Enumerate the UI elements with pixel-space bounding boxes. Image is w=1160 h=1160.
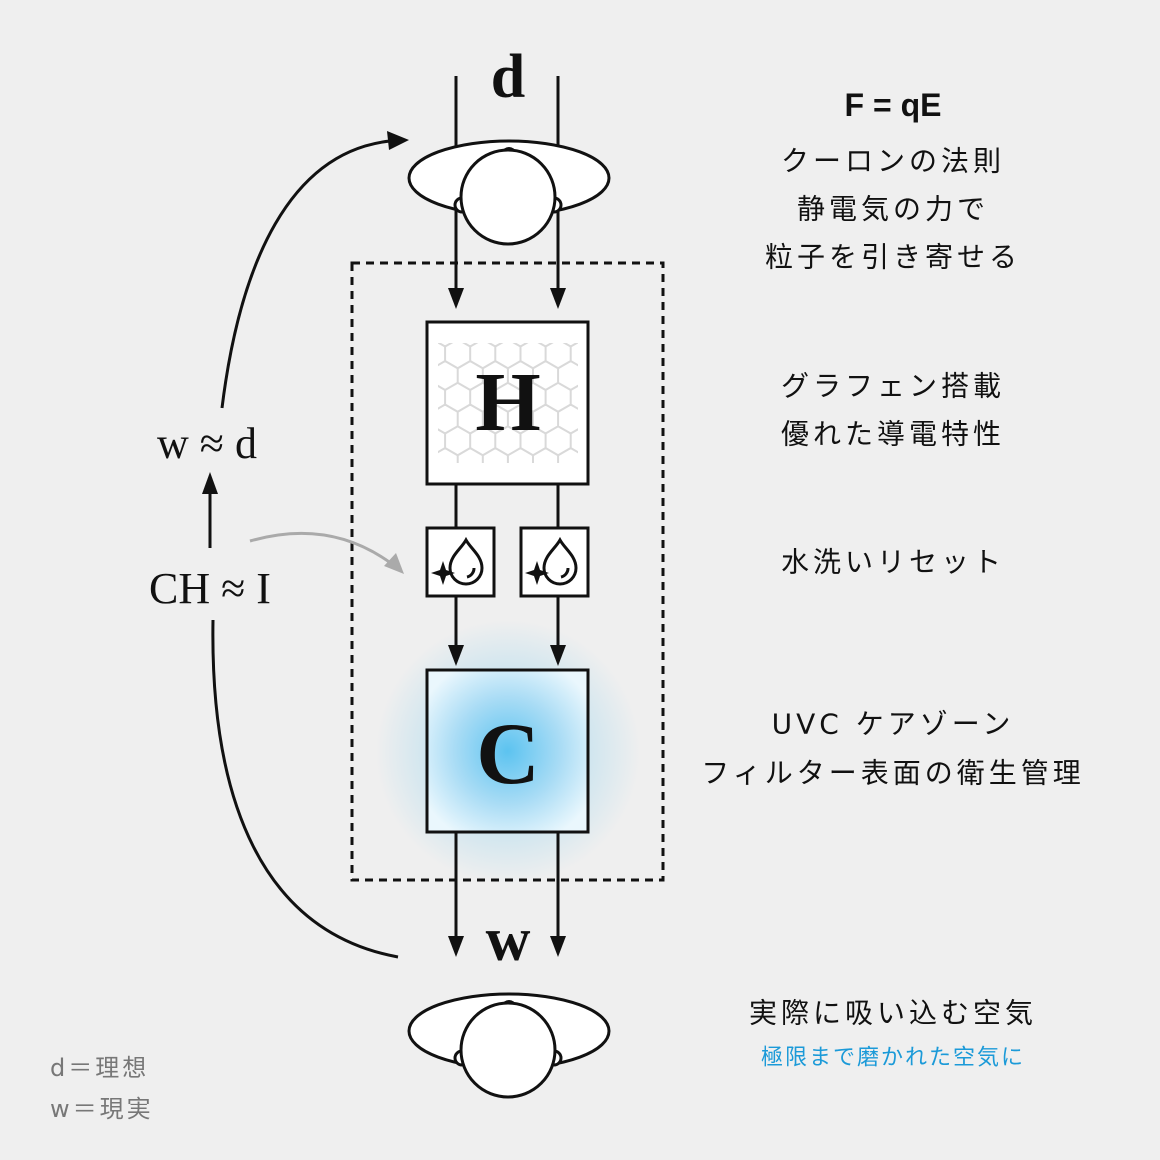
- annotation-line: フィルター表面の衛生管理: [701, 757, 1084, 790]
- annotation-uvc: UVC ケアゾーン フィルター表面の衛生管理: [701, 708, 1084, 790]
- input-label: d: [491, 43, 525, 111]
- water-droplet-sparkle-icon: [525, 536, 578, 586]
- relation-lower: CH ≈ I: [149, 564, 271, 613]
- wash-to-c-arrows: [448, 596, 566, 666]
- person-top-view-icon: [407, 139, 611, 246]
- legend-item: w＝現実: [50, 1095, 154, 1123]
- water-droplet-sparkle-icon: [431, 536, 484, 586]
- legend-item: d＝理想: [50, 1054, 149, 1082]
- annotation-result: 実際に吸い込む空気 極限まで磨かれた空気に: [749, 997, 1037, 1071]
- formula: F = qE: [845, 87, 942, 123]
- wash-box-right: [519, 526, 590, 598]
- filter-c-box: C: [425, 668, 590, 834]
- annotation-wash: 水洗いリセット: [781, 546, 1005, 579]
- wash-pointer-arrow: [249, 531, 404, 574]
- annotation-line: 実際に吸い込む空気: [749, 997, 1037, 1030]
- relation-upper: w ≈ d: [157, 419, 257, 468]
- annotation-coulomb: F = qE クーロンの法則 静電気の力で 粒子を引き寄せる: [765, 87, 1021, 274]
- annotation-line: グラフェン搭載: [781, 370, 1005, 403]
- annotation-graphene: グラフェン搭載 優れた導電特性: [781, 370, 1005, 451]
- filter-h-box: H: [425, 320, 590, 486]
- h-to-wash-lines: [454, 484, 560, 528]
- filter-h-label: H: [475, 356, 540, 449]
- hexagon-pattern: [438, 343, 578, 463]
- feedback-loop-arrow: [202, 131, 409, 959]
- filter-c-label: C: [476, 706, 540, 803]
- annotation-line: UVC ケアゾーン: [772, 708, 1015, 741]
- filter-housing-outline: [350, 261, 665, 882]
- annotation-line: 静電気の力で: [797, 193, 989, 226]
- output-label: w: [486, 906, 531, 974]
- annotation-line: 粒子を引き寄せる: [765, 241, 1021, 274]
- annotation-line: 水洗いリセット: [781, 546, 1005, 579]
- wash-box-left: [425, 526, 496, 598]
- annotation-highlight: 極限まで磨かれた空気に: [761, 1046, 1025, 1071]
- output-flow-arrows: [448, 832, 566, 957]
- annotation-line: 優れた導電特性: [781, 418, 1005, 451]
- legend: d＝理想 w＝現実: [50, 1054, 154, 1123]
- person-top-view-icon: [407, 992, 611, 1099]
- annotation-line: クーロンの法則: [781, 145, 1005, 178]
